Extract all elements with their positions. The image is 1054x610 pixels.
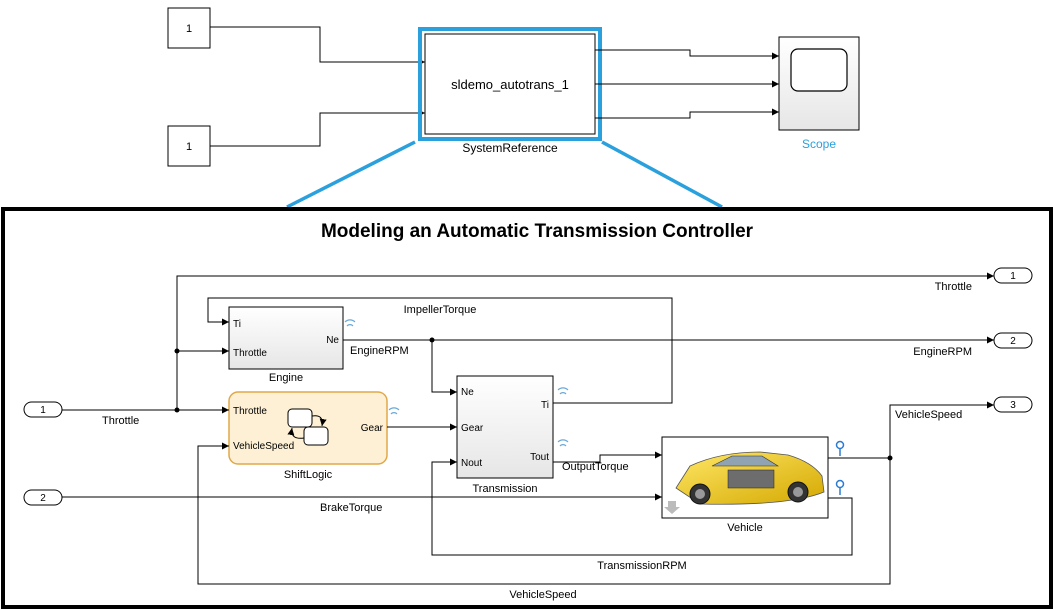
outport-3[interactable]: 3 xyxy=(993,396,1033,413)
wire-vehicle-speed-out[interactable] xyxy=(828,401,994,459)
signal-logging-icon xyxy=(344,319,569,447)
system-reference-name: sldemo_autotrans_1 xyxy=(451,77,569,92)
transmission-port-ne: Ne xyxy=(461,387,474,398)
signal-label-vehicle-speed: VehicleSpeed xyxy=(509,589,576,601)
signal-line-out3[interactable] xyxy=(595,108,779,119)
shiftlogic-port-gear: Gear xyxy=(361,423,384,434)
signal-label-impeller-torque: ImpellerTorque xyxy=(404,304,477,316)
outport-1[interactable]: 1 xyxy=(993,267,1033,284)
down-arrow-icon xyxy=(664,501,680,514)
system-reference-block[interactable]: sldemo_autotrans_1 xyxy=(418,27,602,141)
signal-label-throttle-in: Throttle xyxy=(102,415,139,427)
model-title: Modeling an Automatic Transmission Contr… xyxy=(321,221,754,242)
outport-1-number: 1 xyxy=(1010,271,1016,282)
signal-label-transmission-rpm: TransmissionRPM xyxy=(597,560,686,572)
outport-2-number: 2 xyxy=(1010,336,1016,347)
transmission-port-nout: Nout xyxy=(461,458,482,469)
engine-label: Engine xyxy=(269,372,303,384)
shiftlogic-label: ShiftLogic xyxy=(284,469,333,481)
signal-line-out1[interactable] xyxy=(595,49,779,60)
engine-block[interactable]: Ti Throttle Ne xyxy=(228,306,344,370)
outport-2[interactable]: 2 xyxy=(993,332,1033,349)
shiftlogic-port-vehiclespeed: VehicleSpeed xyxy=(233,441,294,452)
engine-port-ne: Ne xyxy=(326,335,339,346)
signal-line-constant1[interactable] xyxy=(210,26,425,66)
constant-block-1[interactable]: 1 xyxy=(167,7,211,49)
wire-throttle-to-outport[interactable] xyxy=(176,272,994,351)
wire-engine-rpm-to-transmission[interactable] xyxy=(431,340,457,396)
engine-port-throttle: Throttle xyxy=(233,348,267,359)
wire-impeller-torque[interactable] xyxy=(207,297,673,404)
transmission-label: Transmission xyxy=(473,483,538,495)
inport-1-number: 1 xyxy=(40,405,46,416)
scope-block[interactable] xyxy=(778,36,860,131)
transmission-port-ti: Ti xyxy=(541,400,549,411)
shiftlogic-chart[interactable]: Throttle VehicleSpeed Gear xyxy=(228,391,388,465)
scope-screen-icon xyxy=(790,48,848,92)
inport-2[interactable]: 2 xyxy=(23,489,63,506)
shiftlogic-port-throttle: Throttle xyxy=(233,406,267,417)
constant-block-2[interactable]: 1 xyxy=(167,125,211,167)
scope-label: Scope xyxy=(802,137,836,151)
signal-label-engine-rpm-out: EngineRPM xyxy=(913,346,972,358)
outport-3-number: 3 xyxy=(1010,400,1016,411)
wire-output-torque[interactable] xyxy=(553,451,662,463)
inport-1[interactable]: 1 xyxy=(23,401,63,418)
transmission-block[interactable]: Ne Gear Nout Ti Tout xyxy=(456,375,554,479)
inport-2-number: 2 xyxy=(40,493,46,504)
constant-value-2: 1 xyxy=(186,141,192,153)
pin-icon xyxy=(835,440,845,495)
system-reference-label: SystemReference xyxy=(462,141,558,155)
constant-value-1: 1 xyxy=(186,23,192,35)
engine-port-ti: Ti xyxy=(233,319,241,330)
signal-label-vehicle-speed-out: VehicleSpeed xyxy=(895,409,962,421)
stateflow-icon xyxy=(287,408,329,446)
vehicle-label: Vehicle xyxy=(727,522,762,534)
wire-transmission-rpm[interactable] xyxy=(431,458,853,556)
zoom-connector-right xyxy=(601,140,723,209)
signal-label-engine-rpm: EngineRPM xyxy=(350,345,409,357)
transmission-port-gear: Gear xyxy=(461,423,484,434)
signal-label-output-torque: OutputTorque xyxy=(562,461,629,473)
zoom-connector-left xyxy=(286,140,416,209)
signal-line-constant2[interactable] xyxy=(210,109,425,147)
transmission-port-tout: Tout xyxy=(530,452,549,463)
car-image-icon xyxy=(675,451,825,505)
signal-label-brake-torque: BrakeTorque xyxy=(320,502,382,514)
signal-label-throttle-out: Throttle xyxy=(935,281,972,293)
vehicle-block[interactable] xyxy=(661,436,829,519)
wire-vehicle-speed-feedback[interactable] xyxy=(197,442,891,585)
